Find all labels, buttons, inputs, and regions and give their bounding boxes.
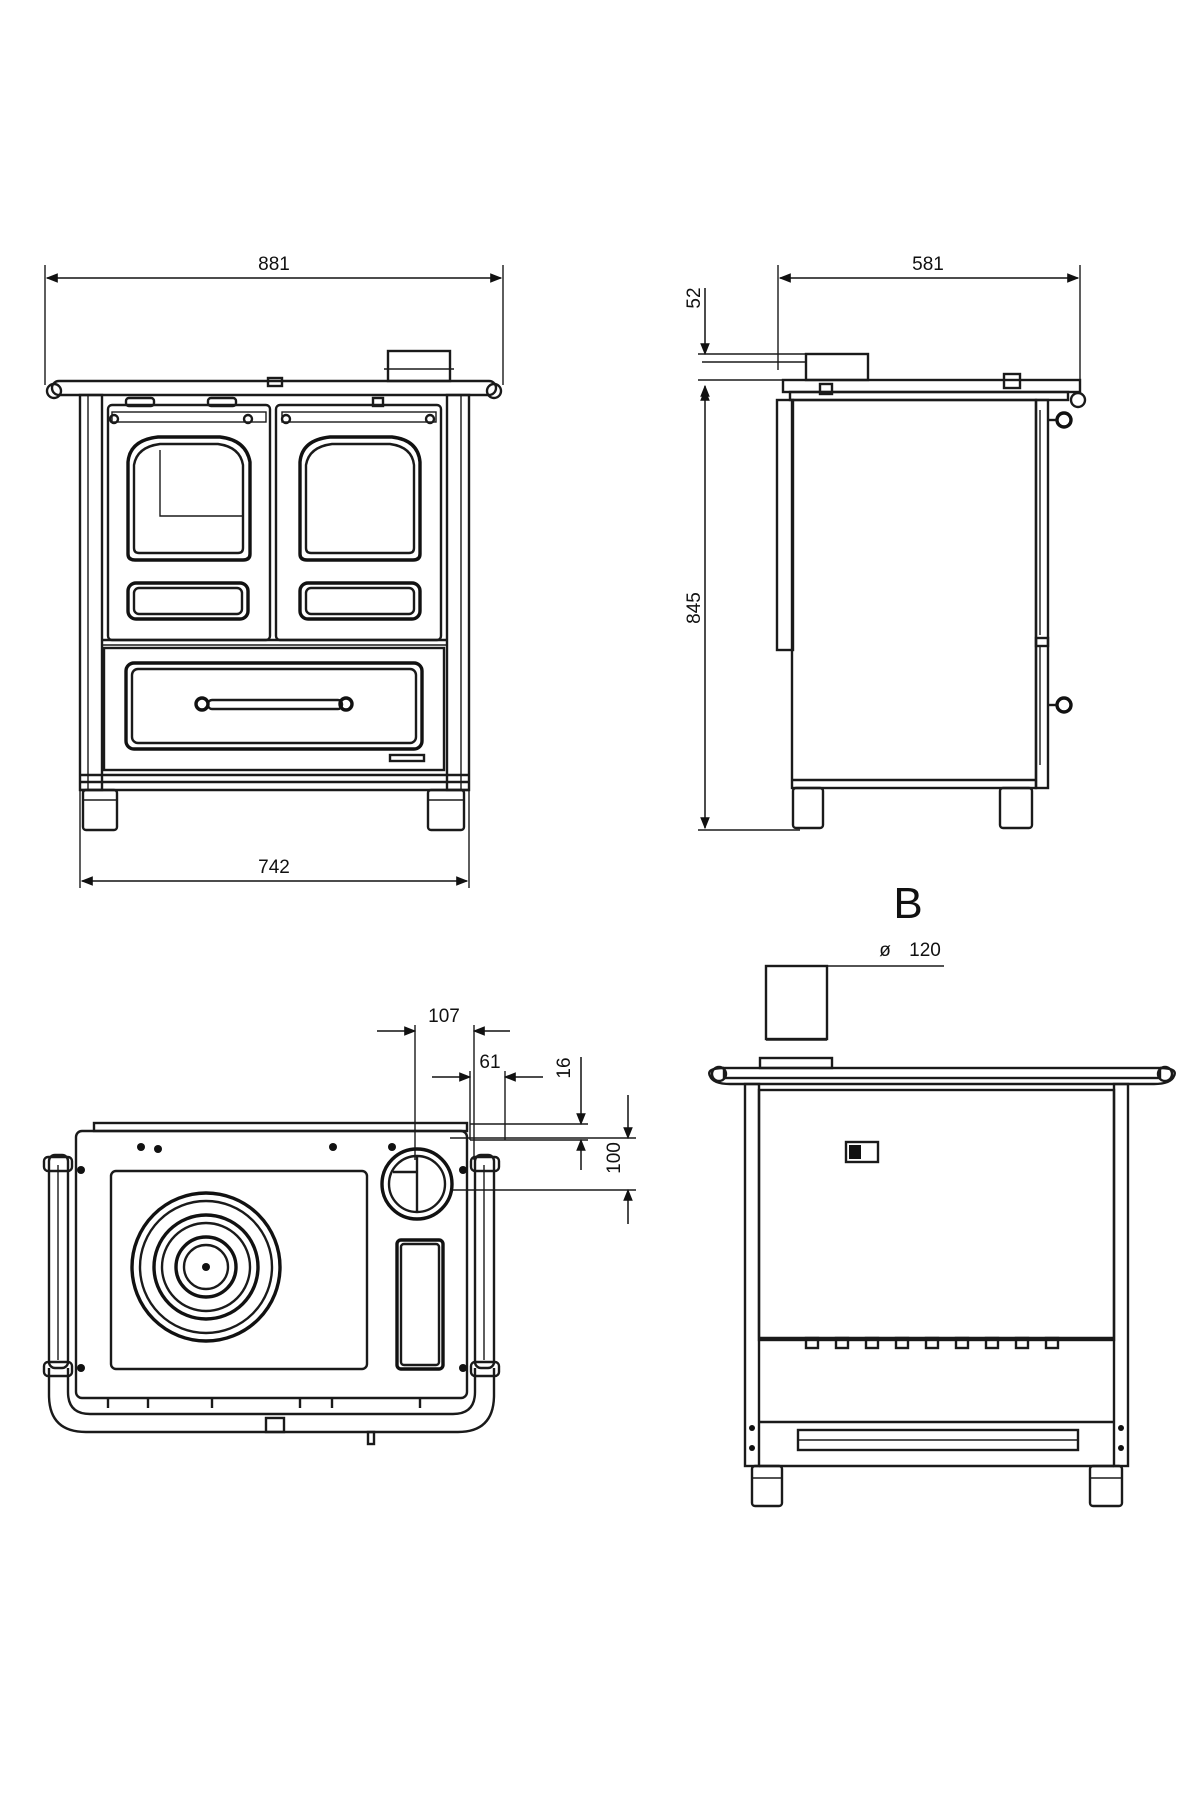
hob-plate bbox=[109, 1169, 369, 1371]
dimension-label-845: 845 bbox=[684, 592, 705, 624]
hotplate-rings bbox=[130, 1191, 282, 1343]
side-right-foot bbox=[998, 786, 1034, 830]
dimension-top-100: 100 bbox=[450, 1095, 636, 1224]
rear-flue-pipe bbox=[764, 964, 829, 1041]
dimension-label-881: 881 bbox=[258, 254, 290, 275]
dimension-label-100: 100 bbox=[604, 1142, 625, 1174]
dimension-top-16: 16 bbox=[470, 1057, 588, 1170]
drawer-handle bbox=[206, 698, 344, 711]
oven-door bbox=[274, 403, 443, 642]
dimension-label-107: 107 bbox=[428, 1006, 460, 1027]
rear-top-plate bbox=[722, 1066, 1162, 1080]
ash-drawer bbox=[102, 646, 446, 772]
flue-pipe bbox=[386, 349, 452, 383]
dimension-label-52: 52 bbox=[684, 287, 705, 308]
dimension-front-width: 881 bbox=[44, 254, 504, 385]
dimension-label-16: 16 bbox=[554, 1057, 575, 1078]
dimension-label-61: 61 bbox=[479, 1052, 500, 1073]
rear-view: B ø 120 bbox=[708, 879, 1176, 1508]
control-panel-cover bbox=[395, 1238, 445, 1371]
top-view: 107 61 16 100 bbox=[42, 1006, 636, 1446]
dimension-label-120: 120 bbox=[909, 940, 941, 961]
towel-rail bbox=[42, 1153, 501, 1446]
rear-air-slots bbox=[804, 1336, 1060, 1350]
rear-view-label: B bbox=[893, 879, 922, 928]
side-left-foot bbox=[791, 786, 825, 830]
side-flue-pipe bbox=[804, 352, 870, 382]
dimension-label-581: 581 bbox=[912, 254, 944, 275]
front-left-pillar bbox=[78, 393, 104, 792]
front-view: 881 bbox=[44, 254, 504, 888]
dimension-top-61: 61 bbox=[432, 1052, 543, 1140]
rear-panel-strip bbox=[775, 398, 795, 652]
dimension-base-width: 742 bbox=[79, 790, 470, 888]
rear-panel bbox=[757, 1088, 1116, 1342]
dimension-top-107: 107 bbox=[377, 1006, 510, 1160]
firebox-door bbox=[106, 403, 272, 642]
hob-top-plate bbox=[50, 379, 498, 397]
side-top-plate bbox=[781, 378, 1082, 394]
side-view: 581 52 845 bbox=[684, 254, 1087, 831]
top-view-body bbox=[74, 1129, 469, 1400]
top-flue-outlet bbox=[380, 1143, 454, 1221]
dimension-total-height: 845 bbox=[684, 388, 800, 831]
dimension-flue-height: 52 bbox=[684, 287, 808, 400]
dimension-label-742: 742 bbox=[258, 857, 290, 878]
side-body bbox=[790, 398, 1038, 790]
data-plate bbox=[844, 1140, 880, 1164]
front-right-foot bbox=[426, 788, 466, 832]
diameter-symbol: ø bbox=[879, 940, 891, 961]
front-left-foot bbox=[81, 788, 119, 832]
dimension-side-depth: 581 bbox=[777, 254, 1081, 380]
front-right-pillar bbox=[445, 393, 471, 792]
dimension-flue-diameter: ø 120 bbox=[795, 940, 944, 967]
rear-left-foot bbox=[750, 1464, 784, 1508]
rear-right-foot bbox=[1088, 1464, 1124, 1508]
